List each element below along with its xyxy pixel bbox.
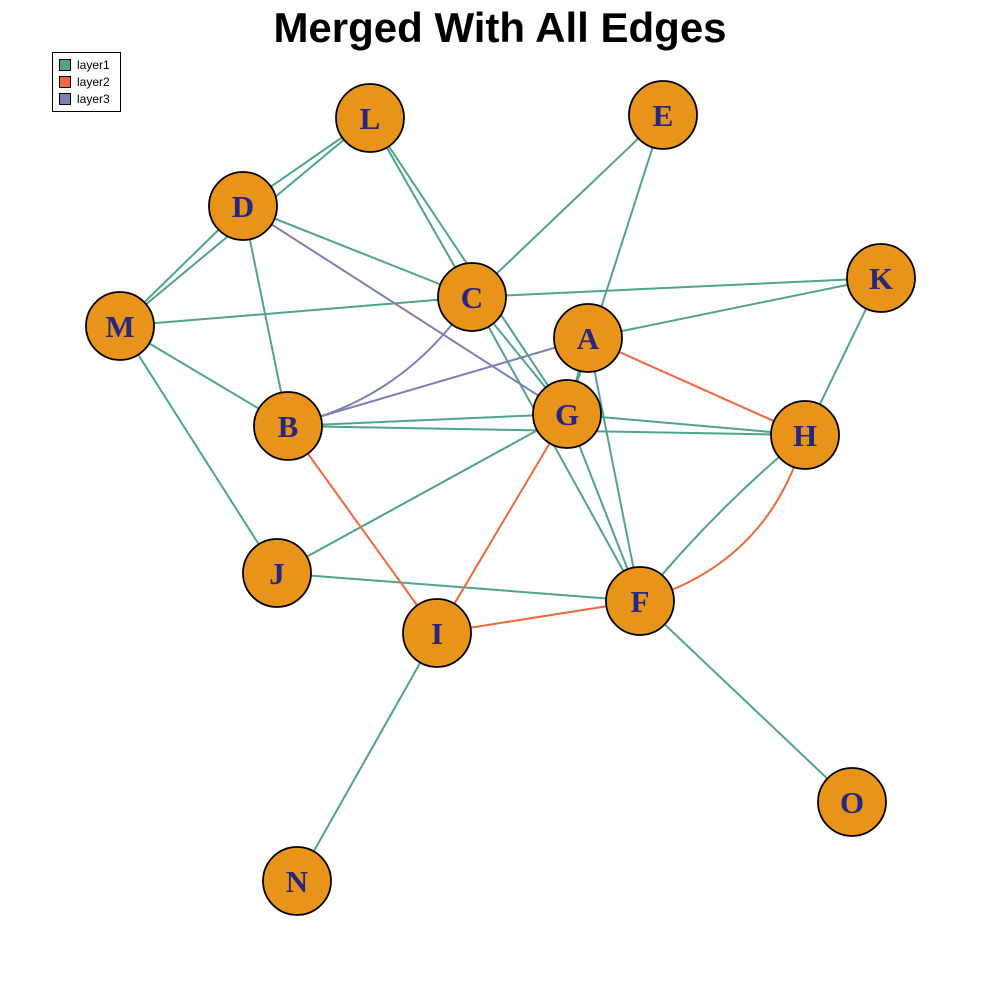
- legend-label: layer3: [77, 92, 110, 106]
- edge-M-J-layer1: [119, 325, 278, 574]
- node-C[interactable]: C: [437, 262, 507, 332]
- legend-item-layer1: layer1: [59, 58, 110, 72]
- node-circle-O[interactable]: [817, 767, 887, 837]
- node-circle-H[interactable]: [770, 400, 840, 470]
- edge-F-H-layer2: [639, 434, 806, 602]
- plot-title: Merged With All Edges: [273, 4, 727, 51]
- node-circle-I[interactable]: [402, 598, 472, 668]
- legend: layer1 layer2 layer3: [52, 52, 121, 112]
- legend-swatch-layer1: [59, 59, 71, 71]
- node-circle-G[interactable]: [532, 379, 602, 449]
- edge-G-I-layer2: [436, 413, 568, 634]
- node-B[interactable]: B: [253, 391, 323, 461]
- node-E[interactable]: E: [628, 80, 698, 150]
- nodes-group: L E D K C M AG B H J F I O N: [85, 80, 916, 916]
- node-L[interactable]: L: [335, 83, 405, 153]
- node-M[interactable]: M: [85, 291, 155, 361]
- node-circle-E[interactable]: [628, 80, 698, 150]
- node-G[interactable]: G: [532, 379, 602, 449]
- edge-A-H-layer2: [587, 337, 806, 436]
- node-circle-D[interactable]: [208, 171, 278, 241]
- node-K[interactable]: K: [846, 243, 916, 313]
- edge-F-O-layer1: [639, 600, 853, 803]
- edge-F-H-layer1: [639, 434, 806, 602]
- edge-I-N-layer1: [296, 632, 438, 882]
- node-circle-N[interactable]: [262, 846, 332, 916]
- legend-swatch-layer3: [59, 93, 71, 105]
- legend-item-layer3: layer3: [59, 92, 110, 106]
- node-N[interactable]: N: [262, 846, 332, 916]
- edge-C-K-layer1: [471, 277, 882, 298]
- edge-C-M-layer1: [119, 296, 473, 327]
- node-circle-L[interactable]: [335, 83, 405, 153]
- node-circle-B[interactable]: [253, 391, 323, 461]
- node-O[interactable]: O: [817, 767, 887, 837]
- legend-label: layer2: [77, 75, 110, 89]
- legend-item-layer2: layer2: [59, 75, 110, 89]
- edge-A-F-layer1: [587, 337, 641, 602]
- node-circle-A[interactable]: [553, 303, 623, 373]
- node-circle-J[interactable]: [242, 538, 312, 608]
- node-F[interactable]: F: [605, 566, 675, 636]
- node-I[interactable]: I: [402, 598, 472, 668]
- node-A[interactable]: A: [553, 303, 623, 373]
- edge-E-G-layer1: [566, 114, 664, 415]
- legend-label: layer1: [77, 58, 110, 72]
- node-circle-K[interactable]: [846, 243, 916, 313]
- node-circle-C[interactable]: [437, 262, 507, 332]
- edge-B-I-layer2: [287, 425, 438, 634]
- node-circle-F[interactable]: [605, 566, 675, 636]
- node-D[interactable]: D: [208, 171, 278, 241]
- legend-swatch-layer2: [59, 76, 71, 88]
- edge-D-G-layer3: [242, 205, 568, 415]
- edge-F-J-layer1: [276, 572, 641, 602]
- node-H[interactable]: H: [770, 400, 840, 470]
- edge-C-F-layer1: [471, 296, 641, 602]
- edge-A-K-layer1: [587, 277, 882, 339]
- edge-G-B-layer1: [287, 413, 568, 427]
- node-J[interactable]: J: [242, 538, 312, 608]
- node-circle-M[interactable]: [85, 291, 155, 361]
- edge-G-J-layer1: [276, 413, 568, 574]
